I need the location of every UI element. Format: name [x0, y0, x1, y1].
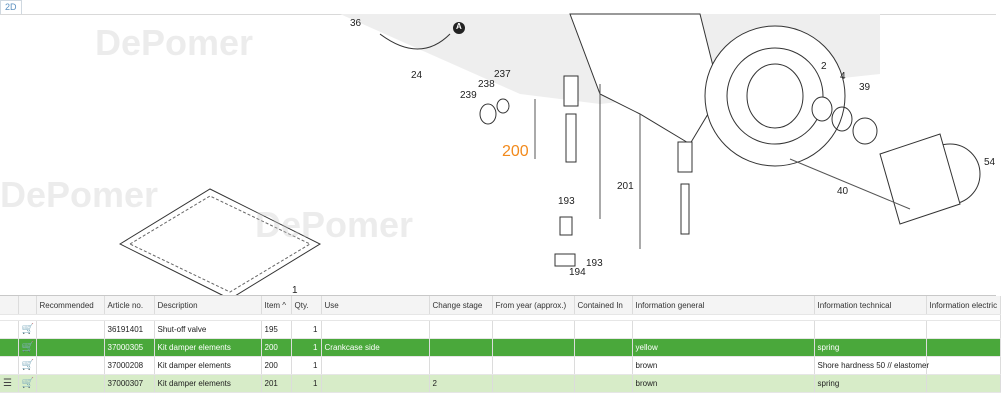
cell-article: 37000307 [104, 374, 155, 393]
part-number[interactable]: 193 [558, 196, 575, 207]
cart-icon[interactable]: 🛒 [18, 338, 37, 357]
cell-use [321, 356, 430, 375]
tab-2d[interactable]: 2D [0, 0, 22, 14]
exploded-drawing[interactable]: DePomer DePomer DePomer 36 24 238 237 23… [0, 13, 996, 300]
cell-technical: spring [814, 338, 927, 357]
part-number[interactable]: 238 [478, 79, 495, 90]
cart-icon[interactable]: 🛒 [18, 374, 37, 393]
part-number[interactable]: 239 [460, 90, 477, 101]
cell-from [492, 320, 575, 339]
cell-description: Kit damper elements [154, 338, 262, 357]
cell-use [321, 374, 430, 393]
cell-electric [926, 374, 1001, 393]
column-description[interactable]: Description [154, 296, 262, 315]
cell-change [429, 356, 493, 375]
cell-item: 201 [261, 374, 292, 393]
tab-bar: 2D [0, 0, 996, 15]
cell-article: 36191401 [104, 320, 155, 339]
column-information-technical[interactable]: Information technical [814, 296, 927, 315]
cell-from [492, 338, 575, 357]
part-number[interactable]: 201 [617, 181, 634, 192]
cell-item: 195 [261, 320, 292, 339]
cart-icon[interactable]: 🛒 [18, 356, 37, 375]
cell-contained [574, 338, 633, 357]
part-number[interactable]: 36 [350, 18, 362, 29]
cell-technical: Shore hardness 50 // elastomer [814, 356, 929, 375]
callout-label: A [456, 22, 462, 31]
cell-use: Crankcase side [321, 338, 430, 357]
cell-electric [926, 338, 1001, 357]
cell-technical [814, 320, 927, 339]
column-article-no[interactable]: Article no. [104, 296, 155, 315]
cell-item: 200 [261, 356, 292, 375]
column-cart[interactable] [18, 296, 37, 315]
part-number[interactable]: 40 [837, 186, 849, 197]
cell-use [321, 320, 430, 339]
cell-qty: 1 [291, 338, 322, 357]
table-row-selected[interactable]: 🛒 37000305 Kit damper elements 200 1 Cra… [0, 338, 1001, 357]
table-row[interactable]: 🛒 36191401 Shut-off valve 195 1 [0, 320, 1001, 339]
cell-qty: 1 [291, 356, 322, 375]
part-number[interactable]: 54 [984, 157, 996, 168]
column-information-electric[interactable]: Information electric [926, 296, 1001, 315]
drawing-lines [118, 13, 981, 300]
list-icon[interactable]: ☰ [0, 374, 19, 393]
part-number[interactable]: 24 [411, 70, 423, 81]
cart-icon[interactable]: 🛒 [18, 320, 37, 339]
parts-table: Recommended Article no. Description Item… [0, 295, 1001, 401]
part-number[interactable]: 4 [840, 71, 846, 82]
cell-general: brown [632, 356, 815, 375]
cell-description: Shut-off valve [154, 320, 262, 339]
cell-article: 37000305 [104, 338, 155, 357]
cell-general: brown [632, 374, 815, 393]
cell-from [492, 356, 575, 375]
column-recommended[interactable]: Recommended [36, 296, 105, 315]
cell-general [632, 320, 815, 339]
column-qty[interactable]: Qty. [291, 296, 322, 315]
cell-change [429, 338, 493, 357]
part-number[interactable]: 1 [292, 285, 298, 296]
column-from-year[interactable]: From year (approx.) [492, 296, 575, 315]
cell-qty: 1 [291, 374, 322, 393]
cell-description: Kit damper elements [154, 356, 262, 375]
column-change-stage[interactable]: Change stage [429, 296, 493, 315]
part-number[interactable]: 237 [494, 69, 511, 80]
cell-electric [926, 356, 1001, 375]
table-row[interactable]: 🛒 37000208 Kit damper elements 200 1 bro… [0, 356, 1001, 375]
column-select[interactable] [0, 296, 19, 315]
cell-from [492, 374, 575, 393]
cell-technical: spring [814, 374, 927, 393]
table-row[interactable] [0, 314, 1001, 321]
cell-change [429, 320, 493, 339]
cell-change: 2 [429, 374, 493, 393]
cell-electric [926, 320, 1001, 339]
part-number[interactable]: 193 [586, 258, 603, 269]
column-use[interactable]: Use [321, 296, 430, 315]
column-contained-in[interactable]: Contained In [574, 296, 633, 315]
part-number[interactable]: 194 [569, 267, 586, 278]
part-number[interactable]: 39 [859, 82, 871, 93]
cell-article: 37000208 [104, 356, 155, 375]
cell-contained [574, 320, 633, 339]
cell-qty: 1 [291, 320, 322, 339]
cell-contained [574, 374, 633, 393]
table-row[interactable]: ☰ 🛒 37000307 Kit damper elements 201 1 2… [0, 374, 1001, 393]
column-item[interactable]: Item ^ [261, 296, 292, 315]
part-number-highlighted[interactable]: 200 [502, 143, 529, 160]
table-header: Recommended Article no. Description Item… [0, 296, 1001, 315]
cell-general: yellow [632, 338, 815, 357]
cell-item: 200 [261, 338, 292, 357]
cell-contained [574, 356, 633, 375]
column-information-general[interactable]: Information general [632, 296, 815, 315]
cell-description: Kit damper elements [154, 374, 262, 393]
part-number[interactable]: 2 [821, 61, 827, 72]
